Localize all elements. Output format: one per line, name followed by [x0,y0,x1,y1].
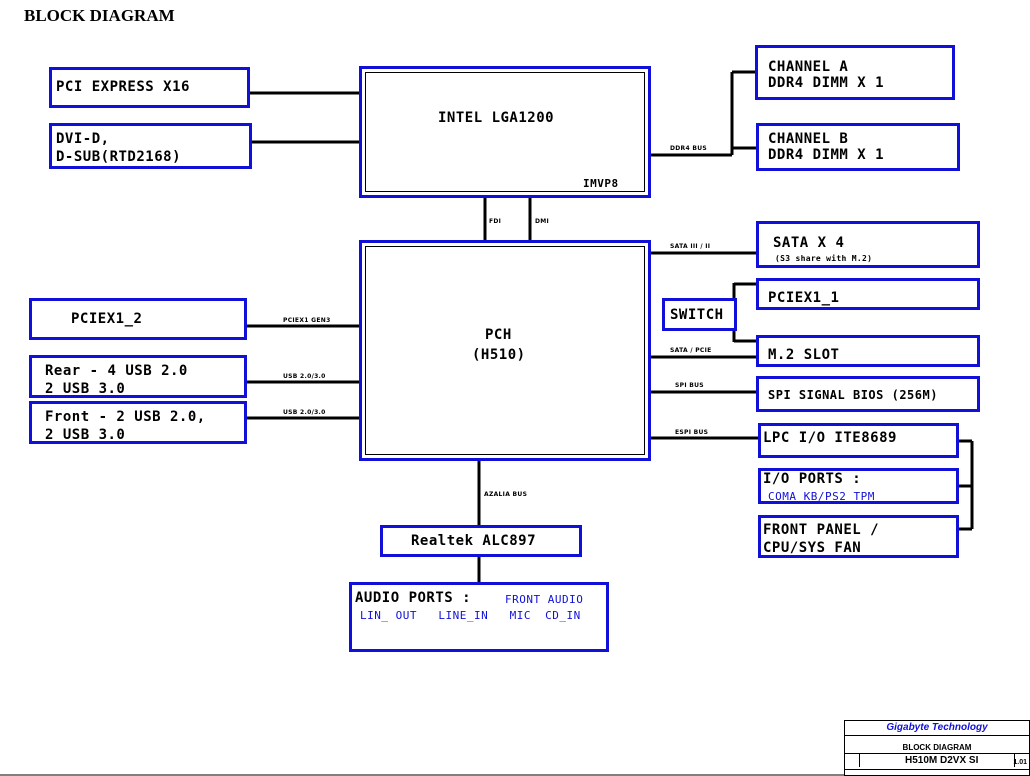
io-ports-box [758,468,959,504]
m2-slot-box [756,335,980,367]
channel-a-label-2: DDR4 DIMM X 1 [768,75,885,91]
video-box [49,123,252,169]
front-usb-box [29,401,247,444]
sata-box [756,221,980,268]
pcie-x16-box [49,67,250,108]
channel-a-label-1: CHANNEL A [768,59,849,75]
rear-usb-label-1: Rear - 4 USB 2.0 [45,363,188,379]
pciex1-2-label: PCIEX1_2 [71,311,143,327]
video-label-1: DVI-D, [56,131,110,147]
bus-label-spi: SPI BUS [675,382,704,389]
sata-sub-label: (S3 share with M.2) [775,254,873,263]
pch-label-1: PCH [485,327,512,343]
front-panel-label-2: CPU/SYS FAN [763,540,862,556]
codec-label: Realtek ALC897 [411,533,537,549]
rear-usb-label-2: 2 USB 3.0 [45,381,126,397]
bus-label-sata: SATA III / II [670,243,711,250]
io-ports-label: I/O PORTS : [763,471,862,487]
pch-box [359,240,651,461]
bus-label-azalia: AZALIA BUS [484,491,528,498]
title-block: Gigabyte Technology BLOCK DIAGRAM H510M … [844,720,1030,776]
lpc-box [758,423,959,458]
channel-b-label-2: DDR4 DIMM X 1 [768,147,885,163]
cpu-vr-label: IMVP8 [583,177,619,190]
bus-label-pcie-gen3: PCIEX1 GEN3 [283,317,331,324]
channel-a-box [755,45,955,100]
channel-b-label-1: CHANNEL B [768,131,849,147]
m2-slot-label: M.2 SLOT [768,347,840,363]
switch-label: SWITCH [670,307,724,323]
bus-label-usb-front: USB 2.0/3.0 [283,409,326,416]
front-usb-label-2: 2 USB 3.0 [45,427,126,443]
title-block-doc-title: BLOCK DIAGRAM [902,743,972,752]
bus-label-fdi: FDI [489,218,502,225]
rear-usb-box [29,355,247,398]
audio-ports-title: AUDIO PORTS : [355,590,472,606]
title-block-company: Gigabyte Technology [886,722,988,733]
bus-label-espi: ESPI BUS [675,429,709,436]
io-ports-list: COMA KB/PS2 TPM [768,490,875,503]
audio-ports-list: LIN_ OUT LINE_IN MIC CD_IN [360,609,581,622]
bus-label-usb-rear: USB 2.0/3.0 [283,373,326,380]
video-label-2: D-SUB(RTD2168) [56,149,182,165]
title-block-model: H510M D2VX SI [905,755,979,766]
audio-ports-front: FRONT AUDIO [505,593,584,606]
cpu-label: INTEL LGA1200 [438,110,555,126]
switch-box [662,298,737,331]
codec-box [380,525,582,557]
pciex1-1-box [756,278,980,310]
front-panel-box [758,515,959,558]
spi-bios-box [756,376,980,412]
sata-label: SATA X 4 [773,235,845,251]
spi-bios-label: SPI SIGNAL BIOS (256M) [768,388,938,402]
title-block-rev: 1.01 [1013,759,1027,766]
pcie-x16-label: PCI EXPRESS X16 [56,79,190,95]
bus-label-sata-pcie: SATA / PCIE [670,347,712,354]
pciex1-1-label: PCIEX1_1 [768,290,840,306]
front-panel-label-1: FRONT PANEL / [763,522,880,538]
cpu-box [359,66,651,198]
page-title: BLOCK DIAGRAM [24,6,175,25]
bus-label-ddr4: DDR4 BUS [670,145,708,152]
front-usb-label-1: Front - 2 USB 2.0, [45,409,206,425]
pch-label-2: (H510) [472,347,526,363]
audio-ports-box [349,582,609,652]
lpc-label: LPC I/O ITE8689 [763,430,897,446]
channel-b-box [756,123,960,171]
pciex1-2-box [29,298,247,340]
bus-label-dmi: DMI [535,218,550,225]
